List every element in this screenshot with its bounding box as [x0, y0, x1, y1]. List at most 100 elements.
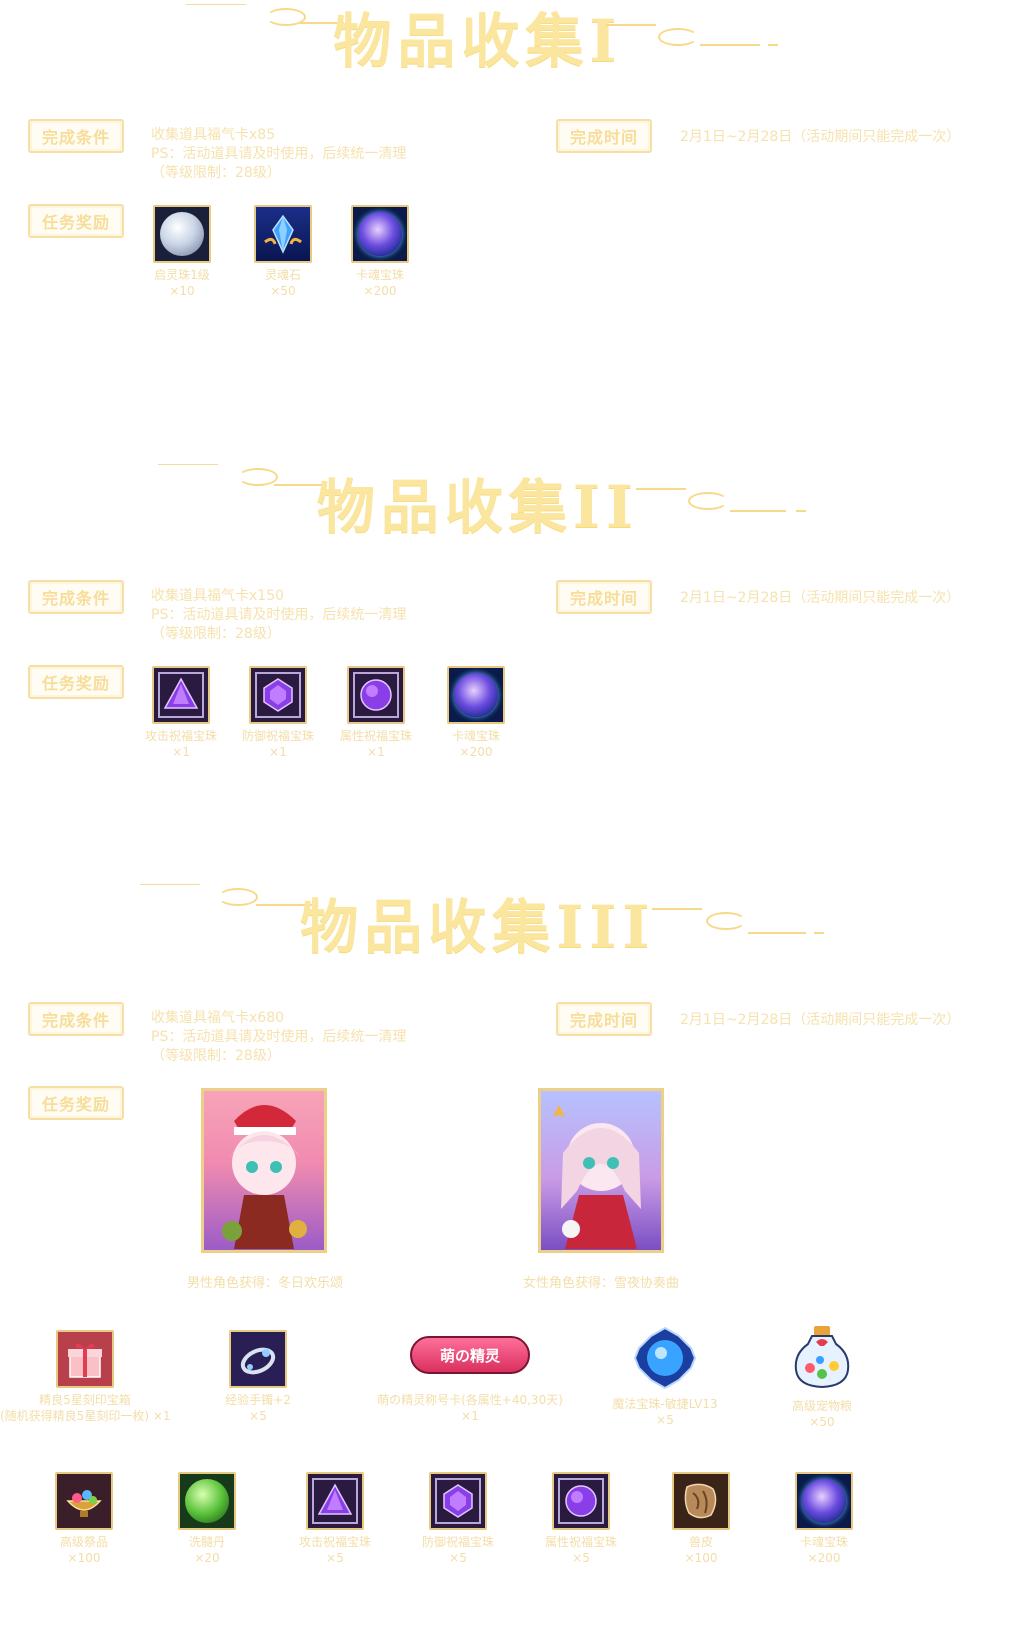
pet-food-jar-icon: [794, 1326, 850, 1389]
attack-bless-gem-icon: [158, 672, 204, 718]
condition-line: 收集道具福气卡x150: [151, 588, 285, 604]
item-qty: ×100: [684, 1551, 718, 1565]
item-qty: ×200: [363, 284, 397, 298]
defense-bless-gem-icon: [255, 672, 301, 718]
section-title-banner: 物品收集I: [0, 0, 1016, 75]
item-name: 兽皮: [688, 1535, 713, 1549]
bracelet-icon: [240, 1347, 276, 1375]
reward-badge: 任务奖励: [28, 1086, 124, 1120]
condition-line: PS：活动道具请及时使用，后续统一清理: [151, 607, 407, 623]
title-decor-line: [748, 932, 806, 934]
item-qty: ×200: [459, 745, 493, 759]
item-qty: (随机获得精良5星刻印一枚) ×1: [0, 1409, 171, 1423]
item-icon-frame: [351, 205, 409, 263]
condition-line: PS：活动道具请及时使用，后续统一清理: [151, 146, 407, 162]
defense-bless-gem-icon: [435, 1478, 481, 1524]
title-card-text: 萌の精灵: [439, 1346, 500, 1365]
time-text: 2月1日~2月28日（活动期间只能完成一次）: [680, 590, 961, 606]
item-qty: ×1: [461, 1409, 479, 1423]
item-name: 经验手镯+2: [225, 1393, 291, 1407]
condition-badge: 完成条件: [28, 119, 124, 153]
gift-box-icon: [68, 1343, 102, 1378]
item-icon-frame: [229, 1330, 287, 1388]
item-icon-frame: [795, 1472, 853, 1530]
item-qty: ×1: [172, 745, 190, 759]
reward-item: 洗髓丹 ×20: [167, 1472, 247, 1566]
item-name: 启灵珠1级: [154, 268, 210, 282]
male-avatar-icon: [222, 1105, 307, 1249]
condition-text: 收集道具福气卡x680 PS：活动道具请及时使用，后续统一清理 （等级限制：28…: [151, 1009, 406, 1066]
item-name: 卡魂宝珠: [799, 1535, 848, 1549]
condition-line: （等级限制：28级）: [151, 165, 281, 181]
reward-item: 灵魂石 ×50: [243, 205, 323, 299]
item-icon-frame: [429, 1472, 487, 1530]
time-badge: 完成时间: [556, 580, 652, 614]
title-decor-line: [652, 908, 702, 910]
condition-line: 收集道具福气卡x85: [151, 127, 276, 143]
female-character-portrait: [538, 1088, 664, 1253]
item-name: 防御祝福宝珠: [241, 729, 314, 743]
section-title: 物品收集III: [300, 893, 656, 961]
item-icon-frame: [447, 666, 505, 724]
item-name: 洗髓丹: [188, 1535, 225, 1549]
reward-item: 攻击祝福宝珠 ×1: [136, 666, 226, 760]
item-icon-frame: [552, 1472, 610, 1530]
item-name: 卡魂宝珠: [355, 268, 404, 282]
title-decor-line: [814, 932, 824, 934]
beast-hide-icon: [684, 1483, 717, 1519]
condition-text: 收集道具福气卡x85 PS：活动道具请及时使用，后续统一清理 （等级限制：28级…: [151, 126, 406, 183]
item-name: 属性祝福宝珠: [544, 1535, 617, 1549]
condition-badge: 完成条件: [28, 1002, 124, 1036]
reward-item: 属性祝福宝珠 ×1: [331, 666, 421, 760]
title-decor-line: [730, 510, 786, 512]
item-icon-frame: [178, 1472, 236, 1530]
item-name: 灵魂石: [264, 268, 301, 282]
item-qty: ×5: [249, 1409, 267, 1423]
title-decor-line: [606, 24, 656, 26]
item-name: 高级宠物粮: [791, 1399, 852, 1413]
reward-item: 防御祝福宝珠 ×5: [408, 1472, 508, 1566]
item-icon-frame: [254, 205, 312, 263]
reward-item: 启灵珠1级 ×10: [142, 205, 222, 299]
offering-bowl-icon: [66, 1490, 102, 1517]
reward-item: 卡魂宝珠 ×200: [436, 666, 516, 760]
title-decor-line: [140, 884, 200, 885]
male-character-label: 男性角色获得：冬日欢乐颂: [186, 1276, 343, 1291]
reward-item: 防御祝福宝珠 ×1: [233, 666, 323, 760]
section-title: 物品收集II: [316, 473, 640, 541]
item-qty: ×50: [270, 284, 296, 298]
reward-item: 高级宠物粮 ×50: [782, 1324, 862, 1430]
title-decor-swirl: [706, 912, 746, 930]
time-text: 2月1日~2月28日（活动期间只能完成一次）: [680, 1012, 961, 1028]
magic-gem-icon: [633, 1326, 697, 1390]
title-decor-line: [274, 484, 326, 486]
reward-badge: 任务奖励: [28, 665, 124, 699]
item-qty: ×5: [572, 1551, 590, 1565]
item-icon-frame: [55, 1472, 113, 1530]
title-decor-line: [300, 22, 344, 24]
title-decor-swirl: [266, 8, 306, 26]
item-name: 攻击祝福宝珠: [144, 729, 217, 743]
item-qty: ×50: [809, 1415, 835, 1429]
item-name: 攻击祝福宝珠: [298, 1535, 371, 1549]
title-decor-line: [186, 4, 246, 5]
time-badge: 完成时间: [556, 119, 652, 153]
reward-item: 属性祝福宝珠 ×5: [531, 1472, 631, 1566]
item-name: 属性祝福宝珠: [339, 729, 412, 743]
time-text: 2月1日~2月28日（活动期间只能完成一次）: [680, 129, 961, 145]
item-qty: ×1: [367, 745, 385, 759]
reward-item: 魔法宝珠-敏捷LV13 ×5: [600, 1326, 730, 1428]
condition-badge: 完成条件: [28, 580, 124, 614]
card-soul-orb-icon: [358, 212, 402, 256]
item-name: 防御祝福宝珠: [421, 1535, 494, 1549]
title-decor-line: [256, 904, 312, 906]
item-icon-frame: [152, 666, 210, 724]
reward-item: 兽皮 ×100: [661, 1472, 741, 1566]
item-qty: ×10: [169, 284, 195, 298]
reward-badge: 任务奖励: [28, 204, 124, 238]
male-character-portrait: [201, 1088, 327, 1253]
item-qty: ×5: [326, 1551, 344, 1565]
item-name: 萌の精灵称号卡(各属性+40,30天): [377, 1393, 563, 1407]
attack-bless-gem-icon: [312, 1478, 358, 1524]
title-decor-line: [636, 488, 686, 490]
